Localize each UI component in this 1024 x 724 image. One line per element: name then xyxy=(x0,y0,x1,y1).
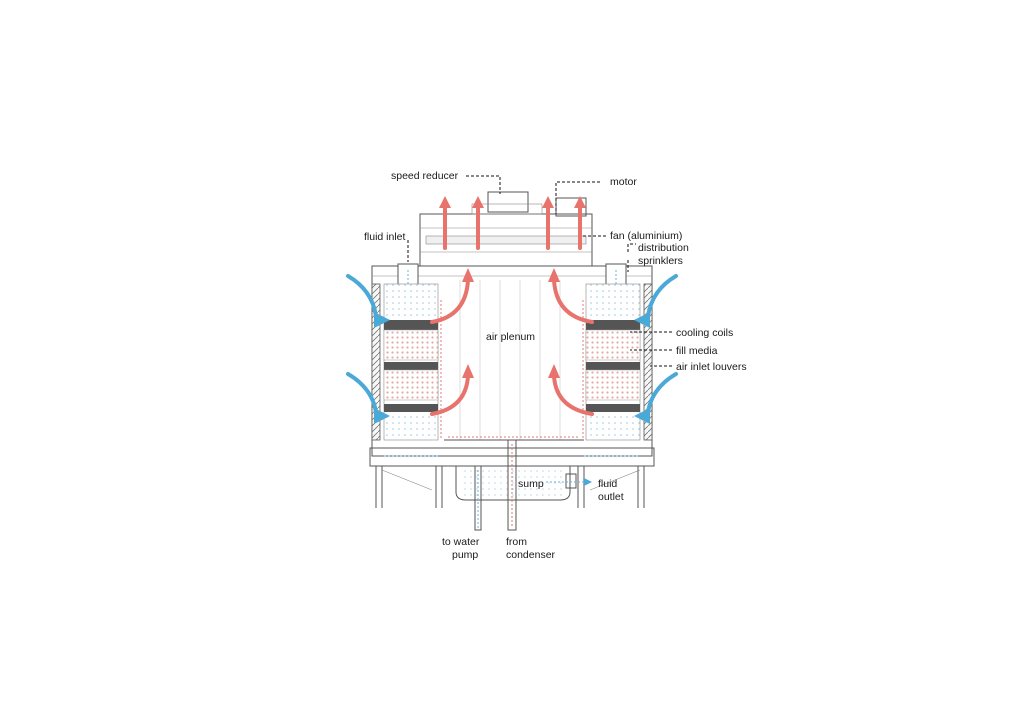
left-coils-2 xyxy=(383,369,439,401)
label-fill-media: fill media xyxy=(676,345,718,357)
labels: speed reducer motor fluid inlet fan (alu… xyxy=(364,170,747,561)
label-sump: sump xyxy=(518,478,544,490)
plenum-hatching xyxy=(459,280,561,440)
outlet-flange xyxy=(565,473,577,489)
cool-air-arrowheads xyxy=(374,312,650,424)
gear-housing xyxy=(471,203,543,215)
pump-pipe xyxy=(474,465,482,531)
leader-motor xyxy=(555,181,600,214)
label-air-inlet-louvers: air inlet louvers xyxy=(676,361,747,373)
right-coils-2 xyxy=(585,369,641,401)
plenum-arrow-lower-left xyxy=(430,374,470,416)
left-coil-band-1 xyxy=(384,320,438,330)
intake-arrow-lower-left xyxy=(346,372,378,414)
label-outlet: outlet xyxy=(598,491,624,503)
support-legs xyxy=(375,466,645,508)
fluid-outlet-arrow xyxy=(546,478,592,486)
label-condenser: condenser xyxy=(506,549,556,561)
plenum-arrow-lower-right xyxy=(552,374,594,416)
intake-arrow-upper-left xyxy=(346,274,378,318)
hot-air-arrows xyxy=(430,204,594,416)
intake-arrow-upper-right xyxy=(646,274,678,318)
label-air-plenum: air plenum xyxy=(486,331,535,343)
label-motor: motor xyxy=(610,176,637,188)
label-speed-reducer: speed reducer xyxy=(391,170,459,182)
label-pump: pump xyxy=(452,549,478,561)
intake-arrow-lower-right xyxy=(646,372,678,414)
motor xyxy=(555,197,587,217)
left-coil-band-3 xyxy=(384,404,438,412)
label-to-water: to water xyxy=(442,536,480,548)
label-distribution: distribution xyxy=(638,242,689,254)
speed-reducer xyxy=(487,191,529,213)
water-flow-lines xyxy=(384,270,640,457)
label-sprinklers: sprinklers xyxy=(638,255,683,267)
label-fan: fan (aluminium) xyxy=(610,230,682,242)
right-coil-band-2 xyxy=(586,362,640,370)
leader-speed-reducer xyxy=(466,175,501,194)
right-coils-1 xyxy=(585,329,641,361)
right-louvers xyxy=(643,283,653,441)
plenum-arrow-upper-left xyxy=(430,278,470,324)
label-cooling-coils: cooling coils xyxy=(676,327,733,339)
label-fluid: fluid xyxy=(598,478,617,490)
right-coil-band-1 xyxy=(586,320,640,330)
leader-lines xyxy=(407,175,672,367)
right-coil-band-3 xyxy=(586,404,640,412)
label-fluid-inlet: fluid inlet xyxy=(364,231,406,243)
cool-air-arrows xyxy=(346,274,678,414)
left-coil-band-2 xyxy=(384,362,438,370)
plenum-arrow-upper-right xyxy=(552,278,594,324)
fan-blade xyxy=(425,235,587,245)
sump-basin xyxy=(455,466,571,501)
label-from: from xyxy=(506,536,527,548)
hot-air-arrowheads xyxy=(439,196,586,378)
left-louvers xyxy=(371,283,381,441)
left-coils-1 xyxy=(383,329,439,361)
